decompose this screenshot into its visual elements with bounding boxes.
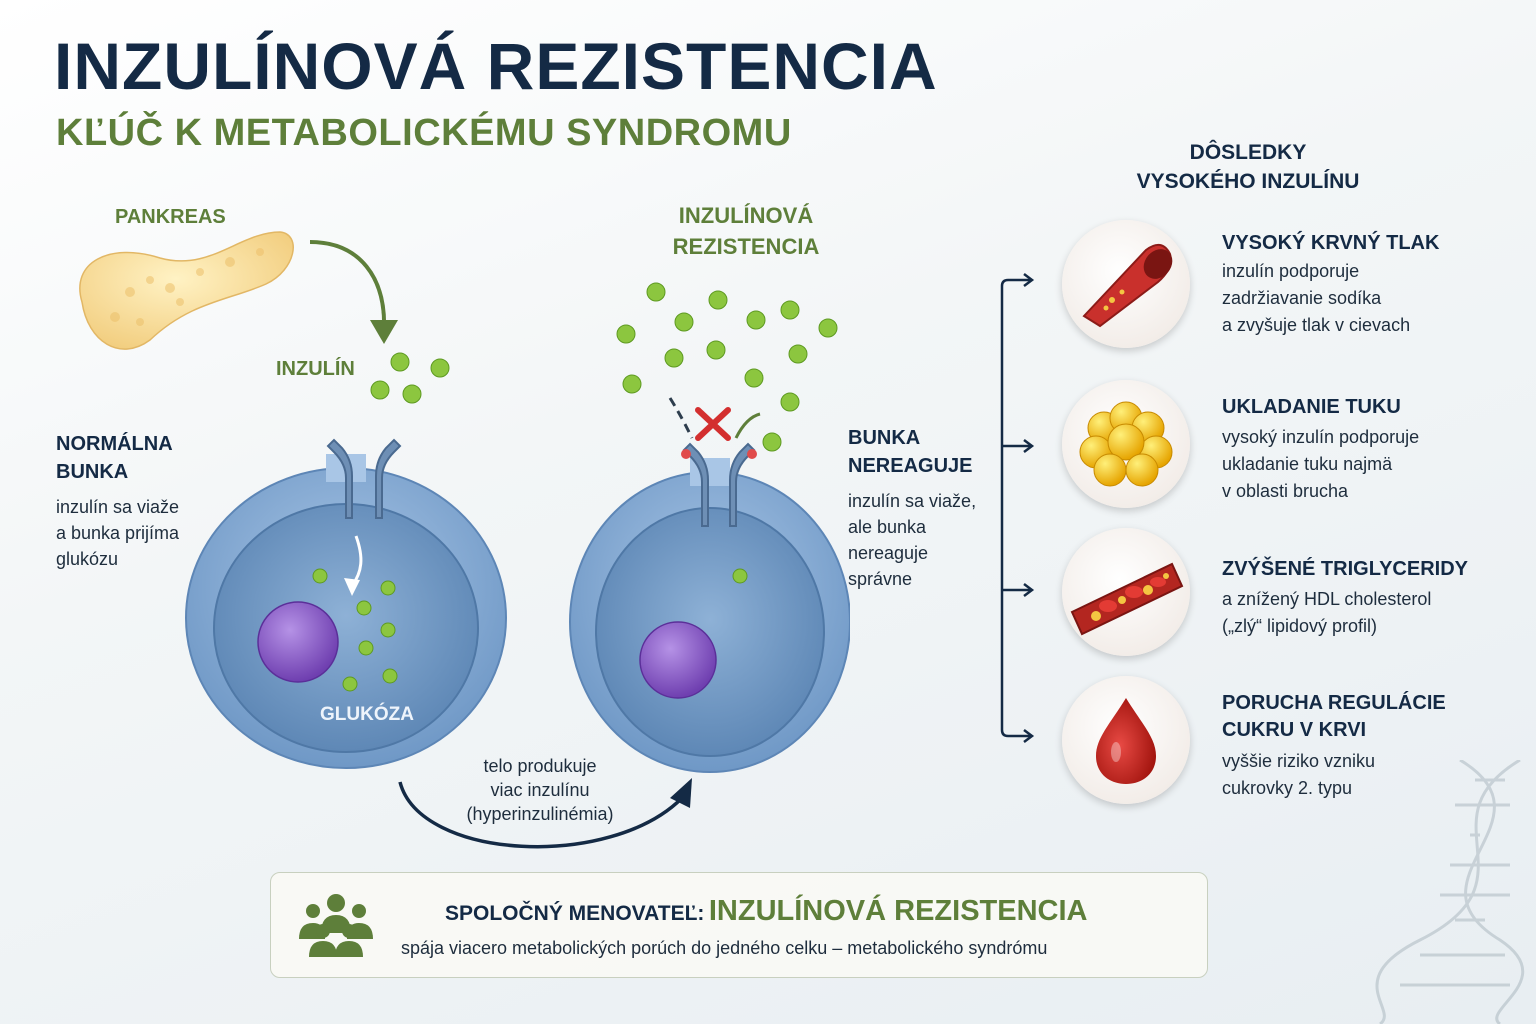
resistant-cell-illustration	[569, 282, 850, 773]
consequences-bracket	[1000, 273, 1035, 743]
resistance-title: INZULÍNOVÁ REZISTENCIA	[672, 203, 820, 259]
page-title: INZULÍNOVÁ REZISTENCIA	[54, 29, 938, 103]
resistant-cell-description: inzulín sa viaže, ale bunka nereaguje sp…	[848, 491, 977, 589]
hyperinsulinemia-text: telo produkuje viac inzulínu (hyperinzul…	[466, 756, 614, 824]
people-group-icon	[299, 894, 373, 957]
consequences-heading: DÔSLEDKY VYSOKÉHO INZULÍNU	[1136, 141, 1360, 193]
normal-cell-title: NORMÁLNA BUNKA	[56, 433, 173, 483]
consequence-2-description: vysoký inzulín podporuje ukladanie tuku …	[1222, 427, 1420, 501]
common-denominator-banner: SPOLOČNÝ MENOVATEĽ: INZULÍNOVÁ REZISTENC…	[270, 872, 1208, 978]
banner-description: spája viacero metabolických porúch do je…	[401, 938, 1048, 958]
fat-cells-icon	[1062, 380, 1190, 508]
blood-drop-icon	[1062, 676, 1190, 804]
insulin-label: INZULÍN	[276, 358, 355, 380]
banner-highlight: INZULÍNOVÁ REZISTENCIA	[708, 895, 1088, 927]
consequence-2-title: UKLADANIE TUKU	[1222, 396, 1401, 418]
pancreas-label: PANKREAS	[115, 206, 226, 228]
blood-lipids-icon	[1062, 528, 1190, 656]
pancreas-illustration	[79, 231, 294, 350]
consequence-3-description: a znížený HDL cholesterol („zlý“ lipidov…	[1222, 589, 1432, 636]
page-subtitle: KĽÚČ K METABOLICKÉMU SYNDROMU	[56, 112, 792, 154]
normal-cell-illustration	[185, 438, 507, 769]
consequence-1-description: inzulín podporuje zadržiavanie sodíka a …	[1222, 261, 1411, 335]
banner-lead: SPOLOČNÝ MENOVATEĽ:	[445, 902, 705, 925]
insulin-molecules	[370, 352, 450, 404]
dna-helix-decoration	[1375, 760, 1525, 1024]
consequence-4-description: vyššie riziko vzniku cukrovky 2. typu	[1222, 751, 1376, 798]
glucose-label: GLUKÓZA	[320, 704, 414, 725]
consequence-4-title: PORUCHA REGULÁCIE CUKRU V KRVI	[1222, 692, 1446, 741]
pancreas-arrow	[309, 240, 398, 344]
normal-cell-description: inzulín sa viaže a bunka prijíma glukózu	[56, 497, 180, 569]
consequence-3-title: ZVÝŠENÉ TRIGLYCERIDY	[1222, 558, 1468, 580]
resistant-cell-title: BUNKA NEREAGUJE	[848, 427, 973, 477]
consequence-1-title: VYSOKÝ KRVNÝ TLAK	[1222, 232, 1440, 254]
hyperinsulinemia-arrow	[398, 778, 692, 849]
banner-headline: SPOLOČNÝ MENOVATEĽ: INZULÍNOVÁ REZISTENC…	[445, 895, 1087, 928]
blood-vessel-icon	[1062, 220, 1190, 348]
